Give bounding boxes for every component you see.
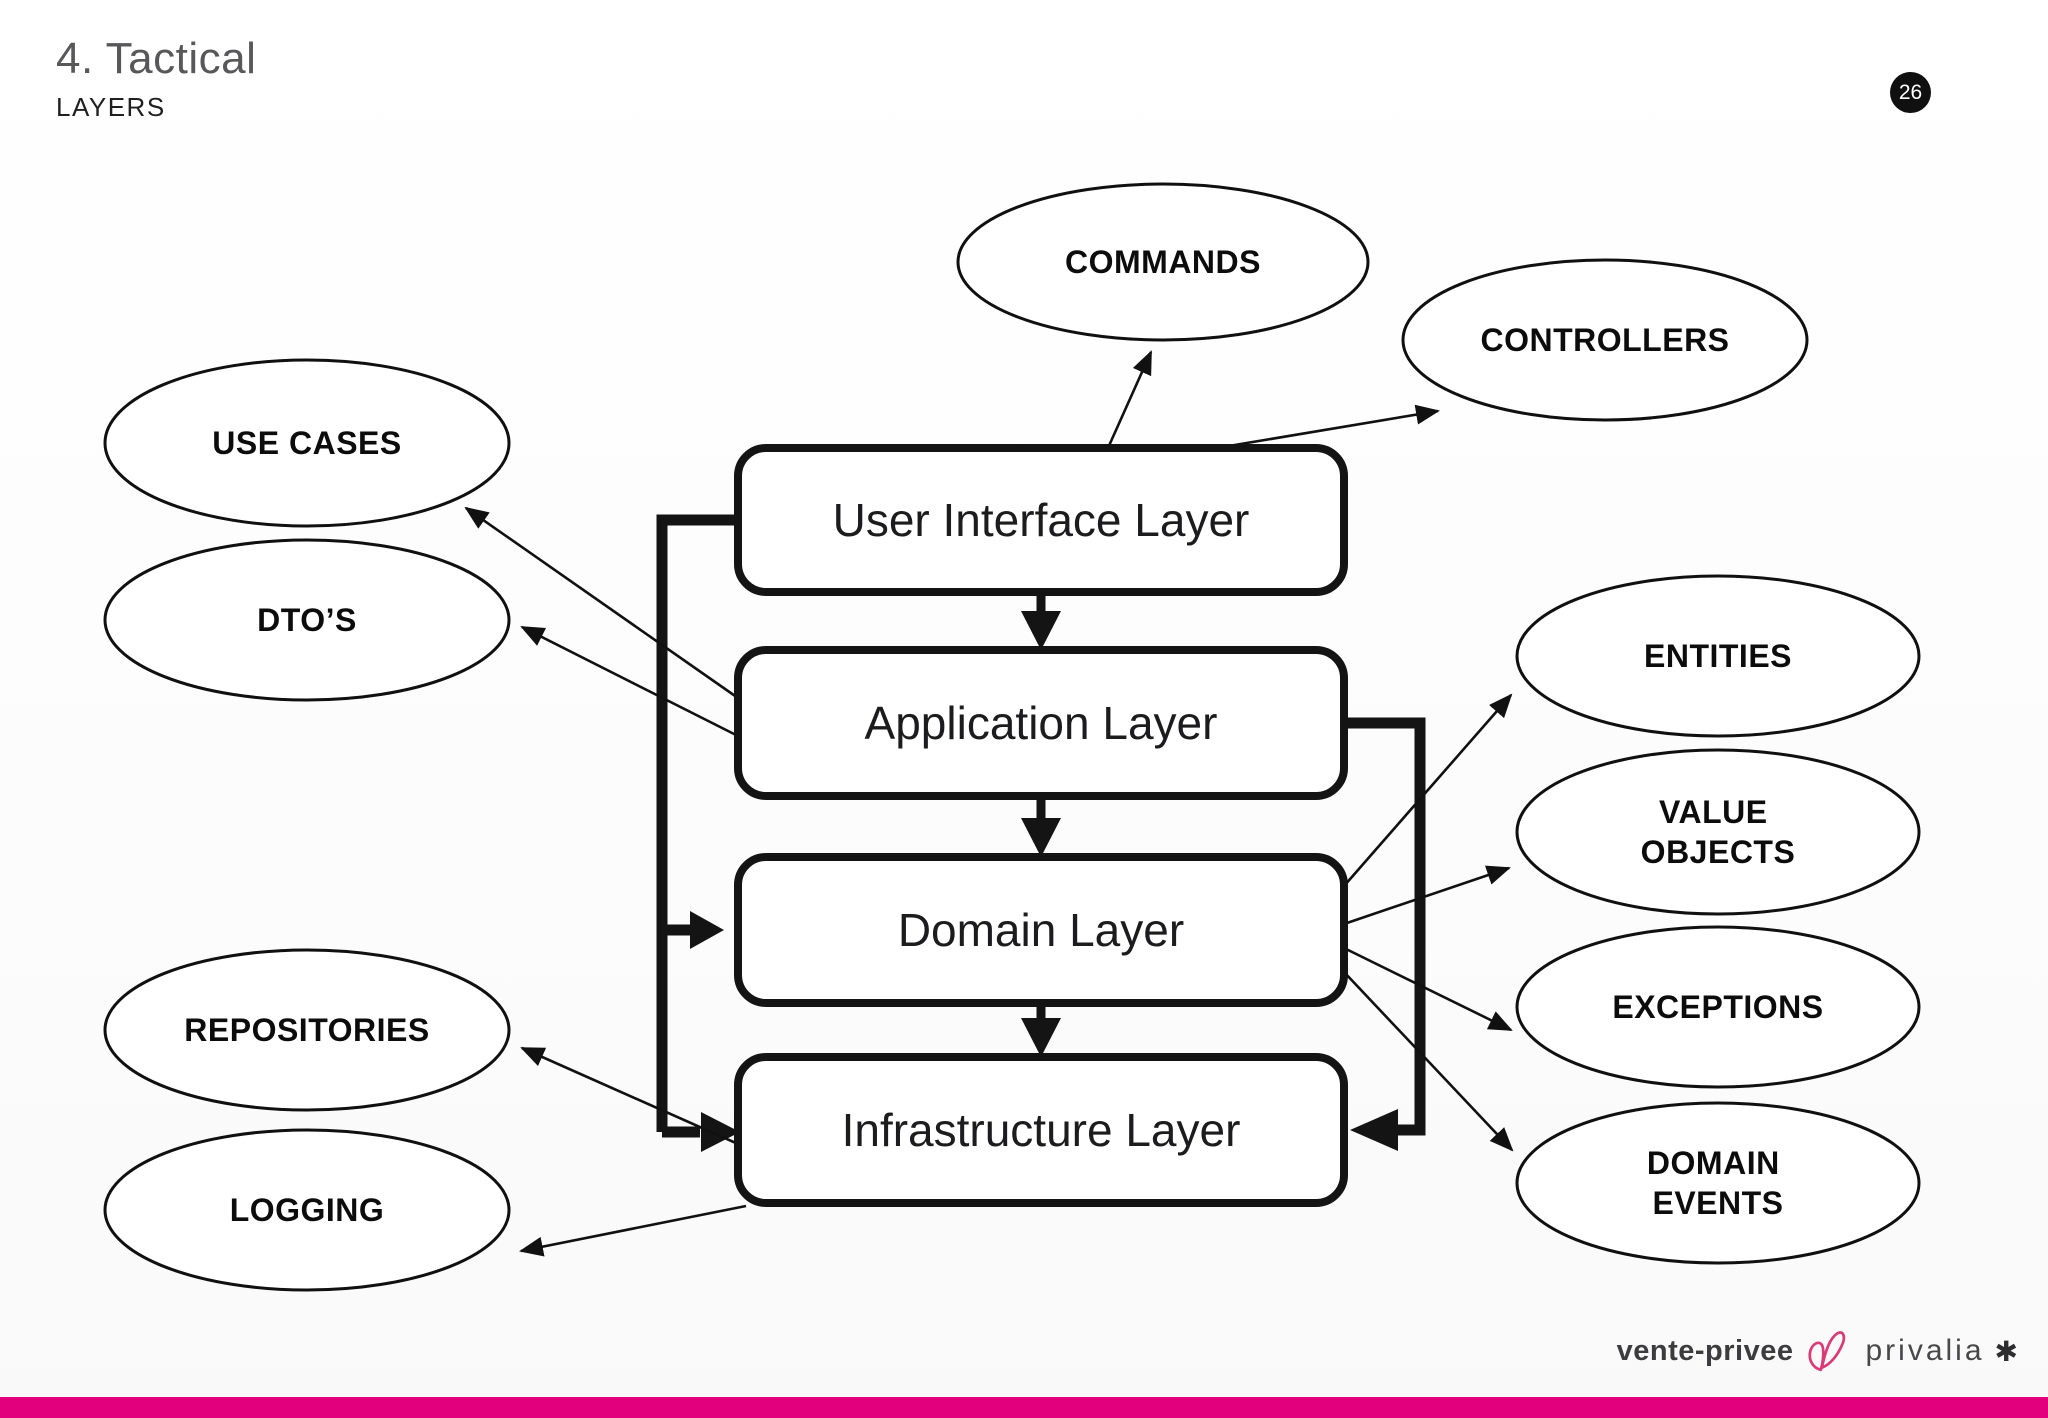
page-number-badge: 26	[1890, 72, 1931, 113]
ellipse-label-logging: LOGGING	[230, 1192, 385, 1228]
arrow-domain-to-entities	[1343, 693, 1513, 887]
box-application-layer	[734, 646, 1348, 800]
butterfly-icon	[1808, 1331, 1846, 1372]
ellipse-label-controllers: CONTROLLERS	[1480, 322, 1729, 358]
ellipse-commands	[956, 182, 1370, 342]
ellipse-value-objects	[1515, 748, 1921, 916]
arrow-domain-to-exceptions	[1343, 946, 1513, 1032]
asterisk-icon: ✱	[1994, 1335, 2018, 1367]
ellipse-label-domain-events: DOMAIN EVENTS	[1647, 1145, 1789, 1221]
arrow-application-to-domain-head	[1021, 818, 1061, 857]
arrow-ui-to-application-head	[1021, 611, 1061, 650]
ellipse-entities	[1515, 574, 1921, 738]
arrowhead-right-into-infrastructure	[1350, 1109, 1398, 1151]
ellipse-label-exceptions: EXCEPTIONS	[1612, 989, 1823, 1025]
arrow-infrastructure-to-logging	[519, 1204, 747, 1257]
box-label-domain-layer: Domain Layer	[898, 904, 1184, 956]
page-subtitle: LAYERS	[56, 92, 166, 122]
ellipse-label-repositories: REPOSITORIES	[184, 1012, 429, 1048]
ellipse-use-cases	[103, 358, 511, 528]
privalia-logo: privalia	[1865, 1334, 1985, 1367]
arrowhead-left-into-domain	[690, 911, 724, 949]
box-user-interface-layer	[734, 444, 1348, 596]
page-title: 4. Tactical	[56, 34, 257, 83]
arrow-application-to-use-cases	[464, 506, 739, 700]
ellipse-exceptions	[1515, 925, 1921, 1089]
ellipse-controllers	[1401, 258, 1809, 422]
ellipse-label-commands: COMMANDS	[1065, 244, 1261, 280]
connector-left-bracket	[656, 514, 738, 1132]
arrow-domain-to-domain-events	[1343, 971, 1514, 1152]
box-label-user-interface-layer: User Interface Layer	[833, 494, 1250, 546]
arrow-application-to-dtos	[520, 625, 739, 738]
ellipse-logging	[103, 1128, 511, 1292]
arrow-domain-to-value-objects	[1343, 865, 1511, 926]
box-infrastructure-layer	[734, 1053, 1348, 1207]
bottom-accent-bar	[0, 1397, 2048, 1418]
ellipse-domain-events	[1515, 1101, 1921, 1265]
ellipse-label-use-cases: USE CASES	[212, 425, 401, 461]
box-domain-layer	[734, 853, 1348, 1007]
footer-brand-logos: vente-privee privalia ✱	[1617, 1328, 2018, 1374]
ellipse-label-entities: ENTITIES	[1644, 638, 1792, 674]
arrow-infrastructure-to-repositories	[520, 1046, 739, 1146]
vente-privee-logo: vente-privee	[1616, 1334, 1794, 1367]
ellipse-label-dtos: DTO’S	[257, 602, 357, 638]
ellipse-label-value-objects: VALUE OBJECTS	[1641, 794, 1796, 870]
ellipse-repositories	[103, 948, 511, 1112]
box-label-application-layer: Application Layer	[865, 697, 1218, 749]
arrow-ui-to-controllers	[1204, 404, 1440, 452]
arrow-ui-to-commands	[1106, 350, 1153, 449]
ellipse-dtos	[103, 538, 511, 702]
box-label-infrastructure-layer: Infrastructure Layer	[842, 1104, 1241, 1156]
page-number: 26	[1898, 80, 1923, 104]
connector-right-bracket	[1344, 717, 1426, 1136]
arrowhead-left-into-infrastructure	[701, 1112, 740, 1152]
arrow-domain-to-infrastructure-head	[1021, 1018, 1061, 1057]
slide-header: 4. Tactical LAYERS	[56, 34, 256, 123]
